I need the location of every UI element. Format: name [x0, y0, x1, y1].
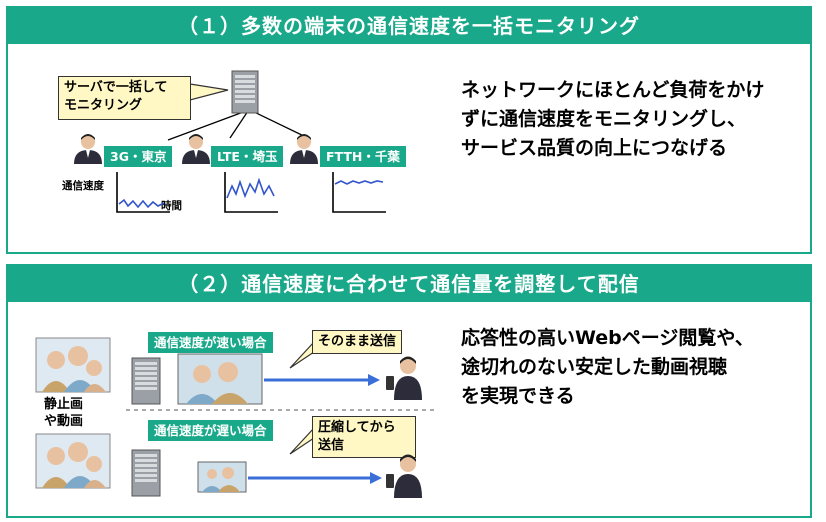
desc2-line-1: 応答性の高いWebページ閲覧や、 [461, 327, 754, 349]
fast-arrow [264, 374, 380, 386]
section1-description: ネットワークにほとんど負荷をかけ ずに通信速度をモニタリングし、 サービス品質の… [461, 76, 764, 163]
server-callout: サーバで一括して モニタリング [58, 76, 191, 120]
slow-callout-line-1: 圧縮してから [318, 420, 396, 435]
phone-user-icon [386, 356, 422, 400]
fast-callout: そのまま送信 [312, 330, 403, 354]
small-photo-icon [197, 461, 247, 493]
server-icon [131, 449, 161, 497]
desc2-line-3: を実現できる [461, 385, 575, 407]
callout-line-2: モニタリング [64, 98, 143, 113]
media-label: 静止画 や動画 [44, 396, 83, 430]
desc1-line-3: サービス品質の向上につなげる [461, 137, 728, 159]
media-label-line-1: 静止画 [44, 397, 84, 412]
fast-speed-label: 通信速度が速い場合 [148, 332, 273, 353]
divider [126, 409, 436, 411]
tag-lte-saitama: LTE・埼玉 [211, 146, 284, 167]
slow-callout-line-2: 送信 [318, 438, 345, 453]
slow-callout: 圧縮してから 送信 [312, 416, 416, 458]
tag-ftth-chiba: FTTH・千葉 [320, 146, 406, 167]
server-icon [231, 70, 259, 114]
delivery-panel: （２）通信速度に合わせて通信量を調整して配信 静止画 や動画 通信速度が速い場合… [6, 264, 812, 518]
large-photo-icon [177, 353, 263, 405]
phone-user-icon [386, 454, 422, 498]
tag-3g-tokyo: 3G・東京 [104, 146, 173, 167]
server-icon [131, 357, 161, 405]
section2-header: （２）通信速度に合わせて通信量を調整して配信 [8, 266, 810, 302]
speed-graph-3g [116, 172, 170, 213]
media-label-line-2: や動画 [44, 414, 84, 429]
person-icon [182, 134, 210, 164]
desc2-line-2: 途切れのない安定した動画視聴 [461, 356, 728, 378]
person-icon [290, 134, 318, 164]
desc1-line-1: ネットワークにほとんど負荷をかけ [461, 79, 765, 101]
y-axis-label: 通信速度 [62, 180, 104, 192]
desc1-line-2: ずに通信速度をモニタリングし、 [461, 108, 747, 130]
family-photo-icon [35, 433, 111, 489]
section2-description: 応答性の高いWebページ閲覧や、 途切れのない安定した動画視聴 を実現できる [461, 324, 754, 411]
callout-line-1: サーバで一括して [64, 80, 168, 95]
monitoring-panel: （１）多数の端末の通信速度を一括モニタリング サーバで一括して モニタリング 3… [6, 6, 812, 254]
person-icon [74, 134, 102, 164]
speed-graph-ftth [332, 172, 386, 213]
slow-speed-label: 通信速度が遅い場合 [148, 420, 273, 441]
x-axis-label: 時間 [161, 200, 182, 212]
section1-header: （１）多数の端末の通信速度を一括モニタリング [8, 8, 810, 44]
slow-arrow [248, 472, 382, 484]
family-photo-icon [35, 337, 111, 393]
network-lines [167, 83, 309, 141]
speed-graph-lte [224, 172, 278, 213]
